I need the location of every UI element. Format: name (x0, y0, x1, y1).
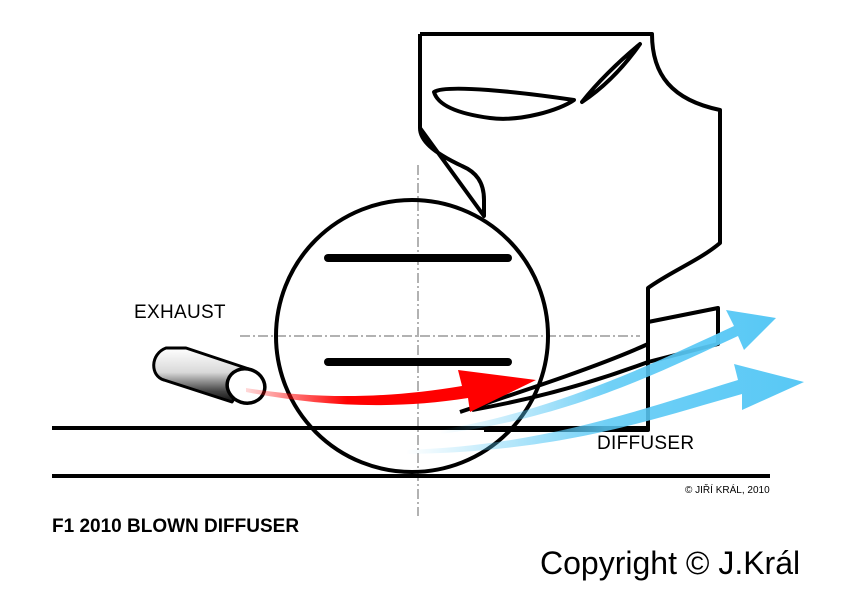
diffuser-floor (471, 360, 649, 412)
exhaust-pipe-icon (152, 346, 267, 405)
author-credit: © JIŘÍ KRÁL, 2010 (685, 483, 770, 496)
airflow-arrow-upper-icon (440, 310, 776, 434)
rear-wheel (274, 198, 550, 474)
gearbox-body (418, 32, 722, 432)
exhaust-flow-arrow-icon (246, 370, 536, 412)
copyright-notice: Copyright © J.Král (540, 545, 800, 581)
diagram-title: F1 2010 BLOWN DIFFUSER (52, 516, 299, 537)
diffuser-label: DIFFUSER (597, 433, 694, 454)
exhaust-label: EXHAUST (134, 302, 226, 323)
centerlines (240, 165, 640, 516)
airflow-arrow-lower-icon (406, 364, 804, 454)
wing-profile (432, 42, 642, 121)
